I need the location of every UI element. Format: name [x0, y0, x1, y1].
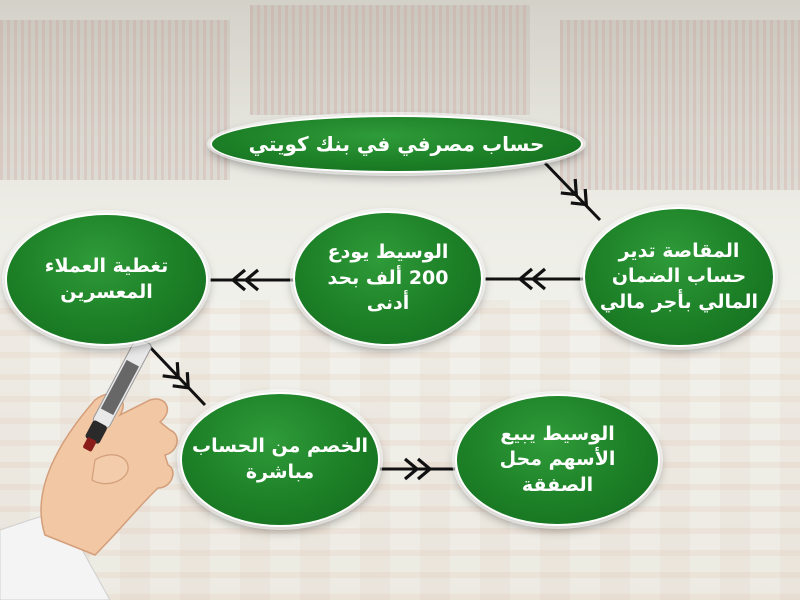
node-clearing-manages-guarantee: المقاصة تدير حساب الضمان المالي بأجر مال… — [583, 207, 775, 347]
hand-with-marker-illustration — [0, 337, 178, 600]
node-bank-account: حساب مصرفي في بنك كويتي — [210, 115, 583, 173]
node-direct-debit: الخصم من الحساب مباشرة — [180, 392, 380, 527]
node-broker-sells-text: الوسيط يبيع الأسهم محل الصفقة — [499, 422, 616, 496]
node-cover-losers-text: تغطية العملاء المعسرين — [44, 254, 169, 303]
node-bank-account-text: حساب مصرفي في بنك كويتي — [248, 131, 545, 156]
arrow-debit-to-sell — [380, 457, 455, 481]
arrow-deposit-to-cover — [210, 268, 295, 292]
arrow-cover-to-debit — [146, 343, 207, 407]
node-broker-sells-shares: الوسيط يبيع الأسهم محل الصفقة — [455, 394, 660, 526]
arrow-clearing-to-deposit — [485, 267, 585, 291]
node-direct-debit-text: الخصم من الحساب مباشرة — [192, 434, 368, 483]
node-broker-deposit-text: الوسيط يودع 200 ألف بحد أدنى — [327, 241, 449, 315]
stock-board-right — [560, 20, 800, 190]
node-broker-deposit: الوسيط يودع 200 ألف بحد أدنى — [293, 211, 483, 346]
node-clearing-text: المقاصة تدير حساب الضمان المالي بأجر مال… — [599, 239, 759, 313]
node-cover-defaulting-clients: تغطية العملاء المعسرين — [5, 213, 208, 346]
stock-board-left — [0, 20, 230, 180]
arrow-bank-to-clearing — [543, 161, 602, 222]
stock-board-center — [250, 5, 530, 115]
